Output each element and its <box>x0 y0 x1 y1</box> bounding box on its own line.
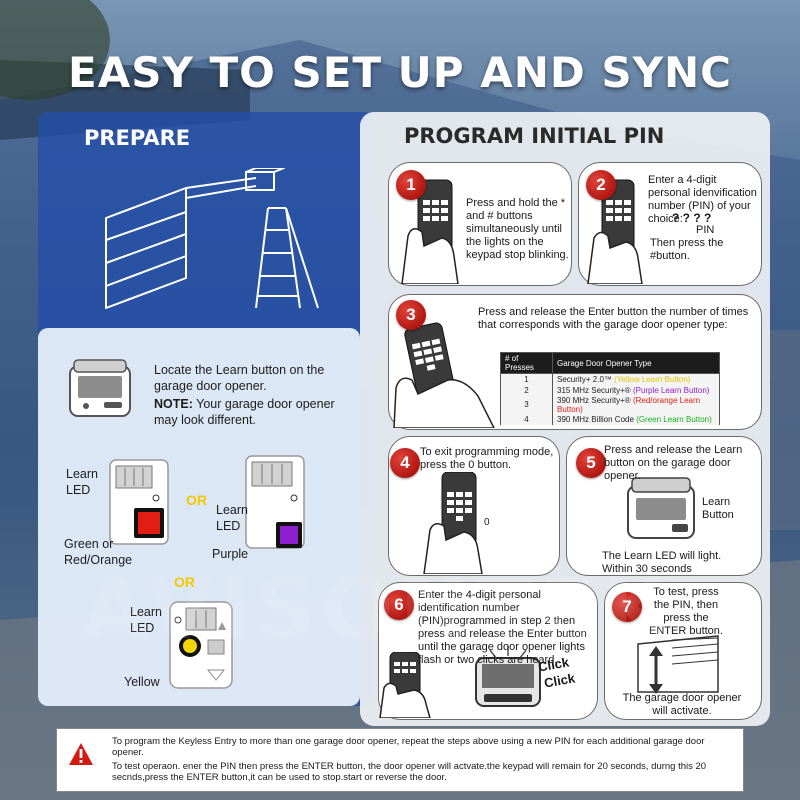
presses-table: # of Presses Garage Door Opener Type 1 S… <box>500 352 720 425</box>
zero-button-label: 0 <box>484 517 490 528</box>
step-7-number: 7 <box>612 592 642 622</box>
table-row: 4 390 MHz Billion Code (Green Learn Butt… <box>500 413 720 425</box>
table-cell-type: 390 MHz Security+® (Red/orange Learn But… <box>552 395 720 414</box>
step-6-text: Enter the 4-digit personal identificatio… <box>418 589 587 666</box>
step-3-number: 3 <box>396 300 426 330</box>
or-label-2: OR <box>174 574 195 590</box>
table-row: 1 Security+ 2.0™ (Yellow Learn Button) <box>500 373 720 385</box>
warning-icon <box>69 743 93 765</box>
learn-button-color-text: (Purple Learn Button) <box>632 385 710 395</box>
pin-label: PIN <box>696 224 715 236</box>
purple-learn-button <box>280 526 298 544</box>
table-cell-presses: 1 <box>500 373 553 385</box>
table-row: 3 390 MHz Security+® (Red/orange Learn B… <box>500 395 720 414</box>
step-7-text: To test, press the PIN, then press the E… <box>649 586 723 637</box>
red-learn-button <box>138 512 160 534</box>
keypad-hand-icon <box>401 179 459 284</box>
step-1-text: Press and hold the * and # buttons simul… <box>466 197 569 261</box>
or-label-1: OR <box>186 492 207 508</box>
learn-button-color-text: (Yellow Learn Button) <box>614 374 691 384</box>
note-line: NOTE: Your garage door opener may look d… <box>154 396 354 428</box>
learn-button-color-text: (Green Learn Button) <box>636 414 712 424</box>
table-cell-presses: 3 <box>500 395 553 414</box>
learn-button-label: Learn Button <box>702 496 734 521</box>
step-3-text: Press and release the Enter button the n… <box>478 306 749 331</box>
yellow-label: Yellow <box>124 675 160 689</box>
garage-door-arrow-icon <box>637 635 719 694</box>
keypad-hand-icon <box>379 652 431 718</box>
step-5-number: 5 <box>576 448 606 478</box>
opener-type-text: 390 MHz Security+® <box>557 395 631 405</box>
step-4-text: To exit programming mode, press the 0 bu… <box>420 446 554 471</box>
table-row: 2 315 MHz Security+® (Purple Learn Butto… <box>500 384 720 396</box>
note-1-text: To program the Keyless Entry to more tha… <box>112 736 705 758</box>
step-2-then-text: Then press the #button. <box>650 237 724 262</box>
pin-question-marks: ? ? ? ? <box>672 211 712 225</box>
table-cell-type: 390 MHz Billion Code (Green Learn Button… <box>552 413 720 425</box>
green-red-label: Green or Red/Orange <box>64 537 133 567</box>
table-header-presses: # of Presses <box>500 352 553 374</box>
table-cell-presses: 2 <box>500 384 553 396</box>
table-header-opener-type: Garage Door Opener Type <box>552 352 720 374</box>
prepare-heading: PREPARE <box>84 126 191 150</box>
program-heading: PROGRAM INITIAL PIN <box>404 124 665 148</box>
purple-label: Purple <box>212 547 249 561</box>
table-cell-presses: 4 <box>500 413 553 425</box>
yellow-learn-button <box>183 639 197 653</box>
step-4-number: 4 <box>390 448 420 478</box>
learn-led-label-3: Learn LED <box>130 605 162 635</box>
keypad-hand-icon <box>587 179 643 284</box>
learn-button-color-text: (Red/orange Learn Button) <box>557 395 701 414</box>
opener-type-text: 390 MHz Billion Code <box>557 414 634 424</box>
learn-led-label-2: Learn LED <box>216 503 248 533</box>
opener-unit-with-lights-icon <box>475 646 541 707</box>
keypad-hand-icon <box>393 322 495 428</box>
garage-opener-unit-icon <box>627 477 695 539</box>
note-text: Your garage door opener may look differe… <box>154 397 335 427</box>
step-6-number: 6 <box>384 590 414 620</box>
step-7-activate-text: The garage door opener will activate. <box>622 692 742 717</box>
table-cell-type: 315 MHz Security+® (Purple Learn Button) <box>552 384 720 396</box>
step-5-led-text: The Learn LED will light. Within 30 seco… <box>602 550 722 575</box>
learn-panel-purple <box>245 455 305 549</box>
step-2-number: 2 <box>586 170 616 200</box>
step-1-number: 1 <box>396 170 426 200</box>
learn-panel-yellow <box>169 601 233 689</box>
learn-led-label-1: Learn LED <box>66 467 98 497</box>
keypad-hand-icon <box>423 472 483 574</box>
locate-learn-text: Locate the Learn button on the garage do… <box>154 363 325 393</box>
learn-panel-red <box>109 459 169 545</box>
page-title: EASY TO SET UP AND SYNC <box>68 48 732 97</box>
notes-box <box>56 728 744 792</box>
opener-type-text: 315 MHz Security+® <box>557 385 631 395</box>
step-2-text: Enter a 4-digit personal idenvification … <box>648 174 757 225</box>
garage-opener-unit-icon <box>69 359 131 417</box>
note-label: NOTE: <box>154 397 193 411</box>
table-cell-type: Security+ 2.0™ (Yellow Learn Button) <box>552 373 720 385</box>
garage-door-ladder-illustration <box>105 168 319 309</box>
note-2-text: To test operaon. ener the PIN then press… <box>112 761 707 783</box>
opener-type-text: Security+ 2.0™ <box>557 374 612 384</box>
step-5-text: Press and release the Learn button on th… <box>604 444 743 482</box>
